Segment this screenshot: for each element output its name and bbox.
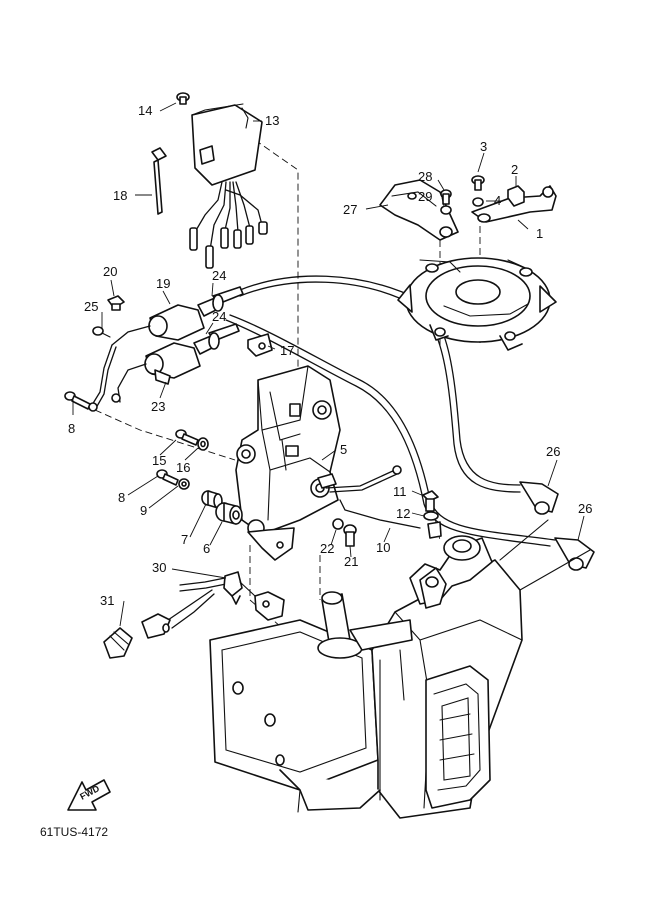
callout-7: 7 (181, 532, 188, 547)
callout-23: 23 (151, 399, 165, 414)
cable-tie (151, 147, 167, 215)
cdi-unit (189, 103, 268, 269)
callout-31: 31 (100, 593, 114, 608)
bolt-25 (92, 326, 111, 338)
bolt-28 (440, 189, 452, 205)
bolt-8-lower (156, 469, 179, 486)
callout-27: 27 (343, 202, 357, 217)
callout-8a: 8 (68, 421, 75, 436)
callout-18: 18 (113, 188, 127, 203)
callout-16: 16 (176, 460, 190, 475)
callouts: 14 13 18 3 2 28 29 4 27 1 20 19 24 24 25… (68, 103, 592, 608)
washer-16 (197, 437, 209, 451)
washer-4 (472, 197, 484, 207)
grommet-6 (215, 502, 243, 525)
ignition-bracket (235, 365, 341, 561)
callout-30: 30 (152, 560, 166, 575)
bolt-8-upper (64, 391, 98, 412)
ground-leads (91, 344, 171, 409)
callout-20: 20 (103, 264, 117, 279)
ground-lead-10 (317, 465, 421, 529)
callout-26b: 26 (578, 501, 592, 516)
callout-28: 28 (418, 169, 432, 184)
bolt-11 (422, 490, 439, 512)
callout-6: 6 (203, 541, 210, 556)
callout-29: 29 (418, 189, 432, 204)
callout-24a: 24 (212, 268, 226, 283)
callout-5: 5 (340, 442, 347, 457)
bolt-20 (107, 295, 125, 311)
callout-15: 15 (152, 453, 166, 468)
clamp-30 (239, 581, 285, 621)
ignition-coil-upper (111, 286, 244, 346)
fwd-arrow-icon: FWD (67, 779, 111, 811)
callout-22: 22 (320, 541, 334, 556)
washer-12 (423, 511, 442, 539)
callout-24b: 24 (212, 309, 226, 324)
callout-11: 11 (393, 484, 407, 499)
callout-8b: 8 (118, 490, 125, 505)
plug-cap-lower (554, 537, 595, 571)
callout-14: 14 (138, 103, 152, 118)
pulser-coil (379, 179, 459, 241)
washer-29 (440, 205, 452, 215)
callout-10: 10 (376, 540, 390, 555)
callout-21: 21 (344, 554, 358, 569)
nut-22 (332, 518, 344, 530)
magneto-base (397, 257, 557, 351)
callout-2: 2 (511, 162, 518, 177)
bolt-15 (175, 429, 199, 446)
part-2 (507, 185, 525, 207)
plug-cap-upper (519, 481, 559, 515)
screw-14 (176, 92, 190, 105)
callout-4: 4 (494, 193, 501, 208)
leader-lines (72, 102, 585, 627)
callout-19: 19 (156, 276, 170, 291)
callout-17: 17 (280, 343, 294, 358)
callout-13: 13 (265, 113, 279, 128)
power-head (209, 519, 591, 819)
boot-31 (103, 627, 133, 659)
callout-3: 3 (480, 139, 487, 154)
callout-25: 25 (84, 299, 98, 314)
clip-17 (247, 333, 273, 357)
callout-12: 12 (396, 506, 410, 521)
drawing-code: 61TUS-4172 (40, 825, 108, 839)
temp-switch-30 (141, 571, 243, 639)
washer-9 (178, 478, 190, 490)
callout-26a: 26 (546, 444, 560, 459)
bolt-21 (343, 524, 357, 547)
screw-3 (471, 175, 485, 191)
callout-9: 9 (140, 503, 147, 518)
collar-7 (201, 490, 223, 509)
callout-1: 1 (536, 226, 543, 241)
